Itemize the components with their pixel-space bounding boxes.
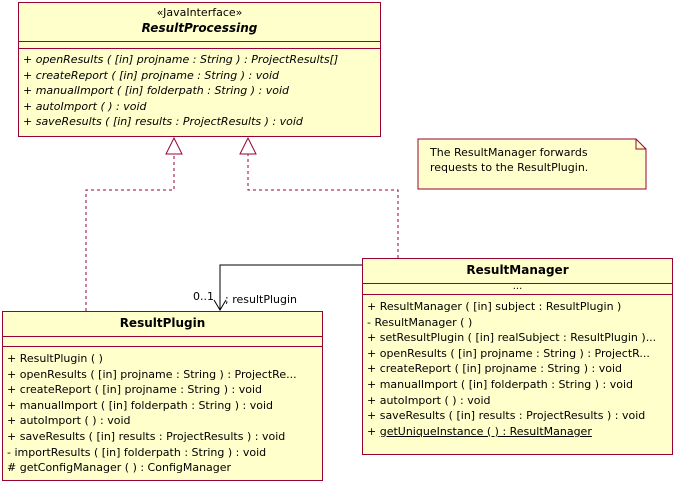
static-op-prefix: +: [367, 424, 380, 438]
result-plugin-operations: + ResultPlugin ( ) + openResults ( [in] …: [3, 347, 322, 476]
association-line: [219, 264, 362, 310]
result-plugin-op: + openResults ( [in] projname : String )…: [7, 367, 297, 381]
interface-op: + saveResults ( [in] results : ProjectRe…: [23, 115, 303, 129]
interface-result-processing[interactable]: «JavaInterface» ResultProcessing + openR…: [18, 2, 381, 137]
result-manager-static-op: + getUniqueInstance ( ) : ResultManager: [367, 424, 672, 440]
result-manager-attributes: ...: [363, 281, 672, 295]
note-line-2: requests to the ResultPlugin.: [430, 161, 589, 174]
interface-op: + manualImport ( [in] folderpath : Strin…: [23, 84, 290, 98]
result-manager-op: + autoImport ( ) : void: [367, 393, 491, 407]
result-manager-op: - ResultManager ( ): [367, 315, 473, 329]
association-role: ; resultPlugin: [225, 293, 297, 306]
interface-op: + openResults ( [in] projname : String )…: [23, 53, 339, 66]
realization-line-manager: [247, 154, 399, 258]
result-manager-op: + setResultPlugin ( [in] realSubject : R…: [367, 331, 657, 345]
result-plugin-op: + manualImport ( [in] folderpath : Strin…: [7, 398, 274, 412]
interface-op: + createReport ( [in] projname : String …: [23, 68, 280, 82]
note-fold: [635, 139, 646, 150]
interface-operations: + openResults ( [in] projname : String )…: [19, 49, 380, 130]
note-line-1: The ResultManager forwards: [430, 146, 588, 159]
result-plugin-op: + autoImport ( ) : void: [7, 414, 131, 428]
note-text: The ResultManager forwards requests to t…: [430, 145, 640, 175]
result-plugin-op: - importResults ( [in] folderpath : Stri…: [7, 445, 267, 459]
interface-attributes: [19, 42, 380, 49]
result-manager-op: + createReport ( [in] projname : String …: [367, 362, 623, 376]
association-multiplicity: 0..1: [193, 290, 214, 303]
result-plugin-op: + saveResults ( [in] results : ProjectRe…: [7, 429, 286, 443]
result-manager-attributes-ellipsis: ...: [512, 281, 523, 292]
result-manager-header: ResultManager: [363, 259, 672, 284]
static-op-signature: getUniqueInstance ( ) : ResultManager: [379, 424, 592, 438]
association-arrowhead: [213, 299, 227, 311]
interface-stereotype: «JavaInterface»: [156, 6, 243, 19]
result-manager-op: + manualImport ( [in] folderpath : Strin…: [367, 377, 634, 391]
result-manager-op: + saveResults ( [in] results : ProjectRe…: [367, 409, 646, 423]
result-plugin-attributes: [3, 337, 322, 347]
result-manager-op: + ResultManager ( [in] subject : ResultP…: [367, 300, 622, 313]
result-plugin-header: ResultPlugin: [3, 312, 322, 337]
result-plugin-op: + createReport ( [in] projname : String …: [7, 383, 263, 397]
result-manager-name: ResultManager: [466, 263, 569, 277]
result-plugin-name: ResultPlugin: [119, 316, 206, 330]
interface-name: ResultProcessing: [141, 21, 258, 35]
result-manager-op: + openResults ( [in] projname : String )…: [367, 346, 650, 360]
note-shape: [417, 138, 647, 190]
result-manager-operations: + ResultManager ( [in] subject : ResultP…: [363, 295, 672, 439]
interface-header: «JavaInterface» ResultProcessing: [19, 3, 380, 42]
realization-arrowhead-manager: [239, 136, 257, 155]
result-plugin-op: + ResultPlugin ( ): [7, 352, 103, 365]
interface-op: + autoImport ( ) : void: [23, 99, 147, 113]
class-result-plugin[interactable]: ResultPlugin + ResultPlugin ( ) + openRe…: [2, 311, 323, 481]
realization-line-plugin: [85, 154, 175, 311]
class-result-manager[interactable]: ResultManager ... + ResultManager ( [in]…: [362, 258, 673, 455]
realization-arrowhead-plugin: [165, 136, 183, 155]
result-plugin-op: # getConfigManager ( ) : ConfigManager: [7, 461, 232, 475]
